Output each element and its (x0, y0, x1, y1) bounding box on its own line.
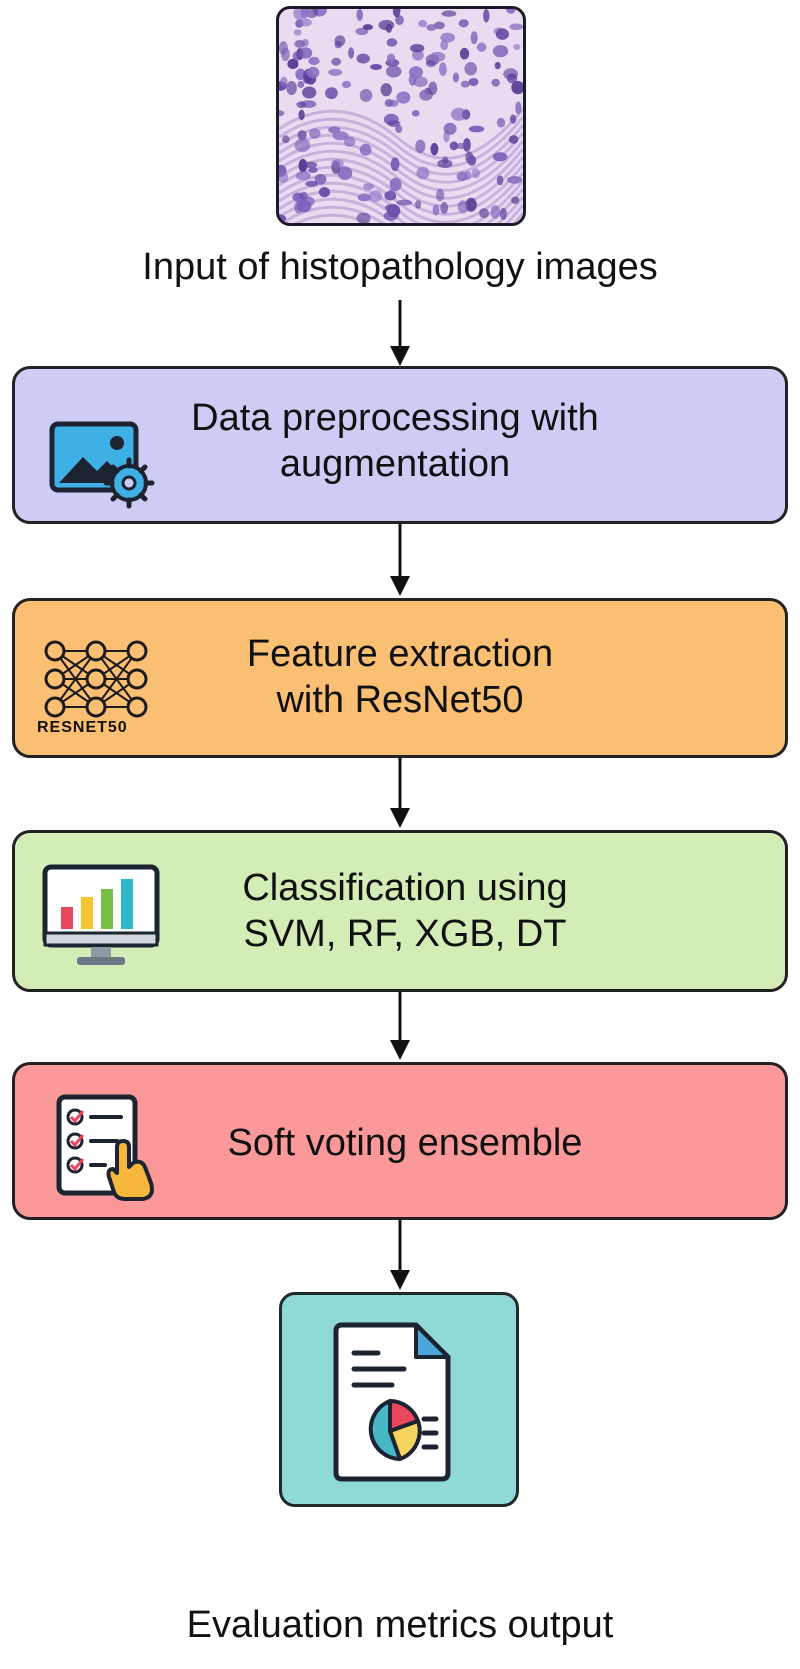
flow-arrow (390, 300, 410, 366)
step-title-line-2: with ResNet50 (276, 679, 524, 721)
checklist-hand-icon (56, 1094, 154, 1201)
output-caption: Evaluation metrics output (186, 1604, 614, 1646)
resnet50-icon-label: RESNET50 (37, 719, 128, 736)
input-caption: Input of histopathology images (142, 246, 658, 288)
neural-network-icon (44, 640, 148, 718)
evaluation-report-box (279, 1292, 519, 1507)
step-title: Feature extraction with ResNet50 (165, 631, 635, 723)
flow-arrow (390, 758, 410, 828)
monitor-bar-chart-icon (42, 864, 160, 965)
step-title-line-1: Classification using (242, 867, 568, 909)
step-data-preprocessing: Data preprocessing with augmentation (12, 366, 788, 524)
step-classification: Classification using SVM, RF, XGB, DT (12, 830, 788, 992)
step-title-line-2: SVM, RF, XGB, DT (243, 913, 567, 955)
step-title-line-1: Data preprocessing with (191, 397, 599, 439)
step-title-line-1: Feature extraction (246, 633, 554, 675)
flow-arrow (390, 524, 410, 596)
histopathology-image (276, 6, 526, 226)
flow-arrow (390, 1220, 410, 1290)
step-feature-extraction: RESNET50 Feature extraction with ResNet5… (12, 598, 788, 758)
flow-arrow (390, 992, 410, 1060)
step-soft-voting: Soft voting ensemble (12, 1062, 788, 1220)
step-title: Data preprocessing with augmentation (135, 395, 655, 487)
report-pie-chart-icon (333, 1322, 451, 1482)
step-title: Soft voting ensemble (227, 1122, 583, 1164)
image-settings-icon (49, 421, 155, 509)
step-title-line-2: augmentation (279, 443, 511, 485)
step-title: Classification using SVM, RF, XGB, DT (165, 865, 645, 957)
